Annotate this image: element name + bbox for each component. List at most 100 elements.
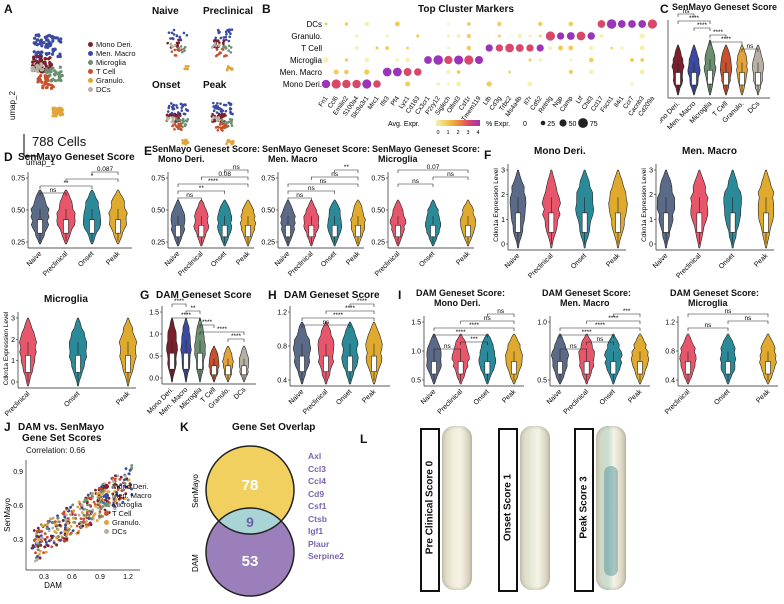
dotplot-dot — [364, 57, 370, 63]
sig-bracket — [65, 178, 119, 182]
umap-point — [226, 138, 230, 142]
umap-point — [222, 45, 226, 48]
umap-point — [227, 64, 230, 68]
violin-box — [371, 355, 377, 372]
facet-umap — [165, 102, 190, 146]
umap-point — [224, 35, 228, 39]
sig-bracket — [177, 190, 225, 194]
umap-point — [224, 47, 228, 50]
umap-point — [225, 32, 228, 36]
scatter-point — [44, 540, 48, 544]
umap-point — [229, 140, 232, 143]
pct-expr-label: 25 — [547, 121, 555, 128]
legend-swatch — [88, 87, 93, 92]
umap-point — [170, 105, 174, 109]
subplot-subtitle: Microglia — [688, 298, 728, 308]
y-tick-label: 1 — [11, 358, 15, 365]
dotplot-dot — [638, 20, 647, 28]
scatter-point — [130, 466, 133, 470]
scatter-point — [110, 485, 114, 489]
x-tick-label: Peak — [345, 250, 362, 267]
venn-overlap-count: 9 — [246, 514, 254, 530]
dotplot-dot — [354, 46, 359, 50]
scatter-point — [85, 516, 89, 520]
dotplot-row-label: Granulo. — [291, 32, 322, 41]
scatter-point — [113, 482, 117, 486]
umap-point — [58, 65, 62, 69]
x-tick-label: Onset — [718, 252, 736, 270]
facet-title: Naive — [152, 6, 179, 17]
sig-bracket — [460, 320, 515, 324]
umap-point — [43, 80, 47, 84]
legend-swatch — [88, 42, 93, 47]
scatter-point — [85, 511, 89, 515]
scatter-point — [31, 546, 35, 550]
umap-point — [35, 64, 39, 68]
scatter-point — [103, 488, 107, 492]
y-tick-label: 3 — [649, 168, 653, 175]
dotplot-dot — [433, 55, 443, 65]
sig-bracket — [199, 324, 215, 328]
sig-label: **** — [174, 298, 185, 305]
umap-point — [57, 39, 61, 43]
panel-label: I — [398, 288, 402, 302]
umap-point — [59, 78, 63, 83]
scatter-point — [63, 530, 66, 533]
scatter-point — [99, 495, 103, 499]
umap-point — [217, 107, 220, 111]
umap-point — [36, 38, 40, 42]
umap-point — [181, 117, 185, 121]
umap-point — [47, 51, 51, 56]
umap-axis-y: umap_2 — [8, 91, 17, 120]
umap-point — [181, 138, 184, 142]
scatter-point — [71, 503, 75, 507]
umap-point — [57, 107, 61, 111]
overlap-gene: Cd9 — [308, 488, 325, 499]
scatter-point — [115, 490, 118, 494]
scatter-point — [37, 535, 41, 539]
umap-point — [51, 39, 55, 43]
dotplot-dot — [403, 68, 412, 76]
y-tick-label: 0.75 — [151, 176, 165, 183]
panel-k: K Gene Set Overlap 78 9 53 SenMayo DAM A… — [180, 420, 356, 597]
umap-point — [48, 63, 52, 67]
scatter-point — [39, 549, 42, 553]
sig-bracket — [201, 176, 249, 180]
umap-point — [47, 68, 52, 72]
sig-label: **** — [181, 312, 192, 319]
scatter-point — [116, 488, 120, 491]
umap-point — [183, 67, 186, 71]
scatter-point — [85, 513, 89, 517]
scatter-point — [90, 517, 93, 521]
umap-point — [185, 33, 189, 37]
subplot-title: DAM Geneset Score: — [542, 288, 632, 298]
dotplot-dot — [576, 31, 586, 41]
scatter-point — [39, 534, 43, 538]
sig-label: 0.08 — [218, 171, 231, 178]
umap-point — [182, 31, 186, 35]
umap-point — [214, 36, 218, 40]
dotplot-dot — [324, 22, 328, 26]
umap-point — [34, 41, 38, 45]
sig-label: **** — [202, 319, 213, 326]
overlap-gene: Plaur — [308, 538, 330, 549]
violin-box — [691, 72, 697, 86]
violin-box — [285, 225, 291, 238]
dotplot-dot — [588, 57, 594, 63]
umap-point — [44, 86, 49, 90]
umap-point — [172, 28, 176, 32]
umap-point — [32, 50, 36, 54]
umap-point — [174, 115, 178, 118]
sig-label: ns — [745, 315, 753, 322]
sig-bracket — [224, 169, 249, 173]
umap-point — [35, 50, 40, 55]
umap-point — [218, 41, 221, 44]
umap-point — [179, 102, 183, 106]
umap-point — [230, 28, 234, 31]
x-tick-label: Preclinical — [664, 388, 692, 416]
sig-bracket — [177, 197, 202, 201]
y-tick-label: 1 — [501, 217, 505, 224]
